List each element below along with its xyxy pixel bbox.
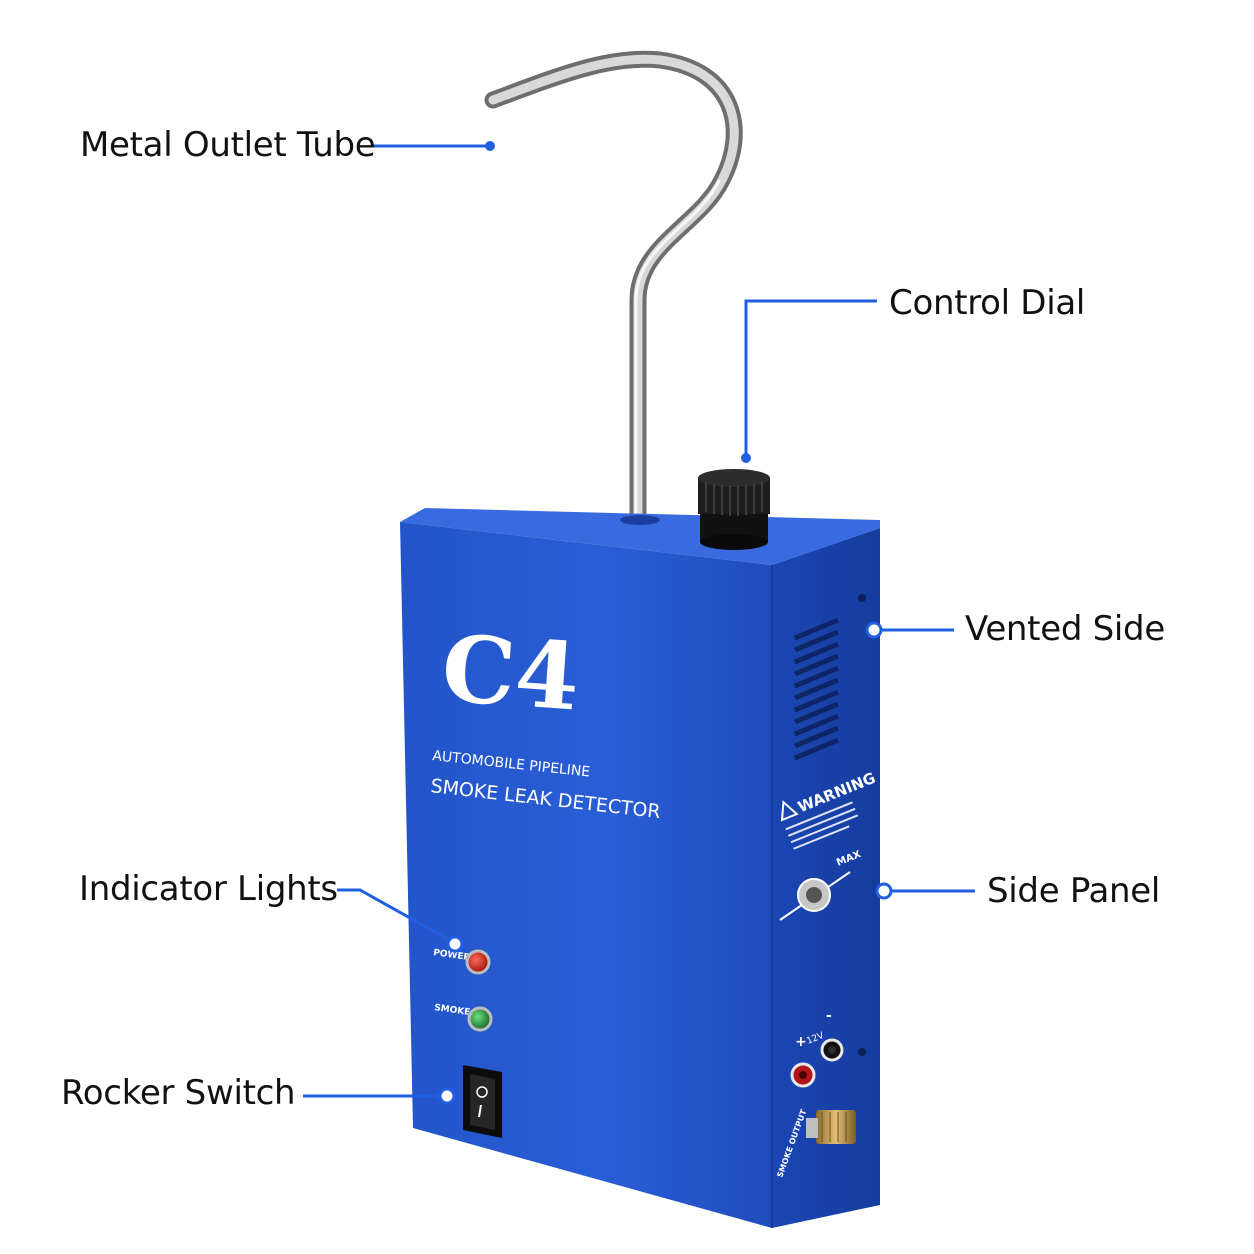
callout-vented-side: Vented Side: [965, 609, 1165, 649]
smoke-indicator-light: [467, 1006, 493, 1032]
indicator-leader-ring: [446, 935, 464, 953]
side-adjustment-port: MAX: [779, 849, 863, 921]
vent-slots: [794, 617, 839, 761]
smoke-led-label: SMOKE: [434, 1003, 471, 1018]
minus-label: -: [826, 1008, 832, 1024]
callout-rocker-switch: Rocker Switch: [61, 1073, 296, 1113]
screw-hole: [858, 1048, 866, 1056]
callout-indicator-lights: Indicator Lights: [79, 869, 338, 909]
device-front-panel: C4 AUTOMOBILE PIPELINE SMOKE LEAK DETECT…: [400, 522, 773, 1228]
screw-hole: [858, 594, 866, 602]
plus-label: +: [795, 1034, 807, 1050]
indicator-leader: [337, 888, 454, 944]
tube-leader-dot: [485, 141, 495, 151]
dial-leader: [744, 299, 877, 458]
callout-control-dial: Control Dial: [889, 283, 1086, 323]
dial-leader-dot: [741, 453, 751, 463]
side-leader-ring: [875, 882, 893, 900]
rocker-leader-ring: [438, 1087, 456, 1105]
metal-outlet-tube: [484, 50, 743, 531]
vent-leader-ring: [865, 621, 883, 639]
power-indicator-light: [465, 949, 491, 975]
callout-metal-outlet-tube: Metal Outlet Tube: [80, 125, 376, 165]
model-logo: C4: [438, 614, 582, 731]
device-side-panel: WARNING MAX + - 12V: [772, 528, 880, 1228]
control-dial: [698, 469, 770, 550]
rocker-switch: [463, 1065, 502, 1138]
callout-side-panel: Side Panel: [987, 871, 1161, 911]
callout-leaders: [303, 141, 975, 1105]
